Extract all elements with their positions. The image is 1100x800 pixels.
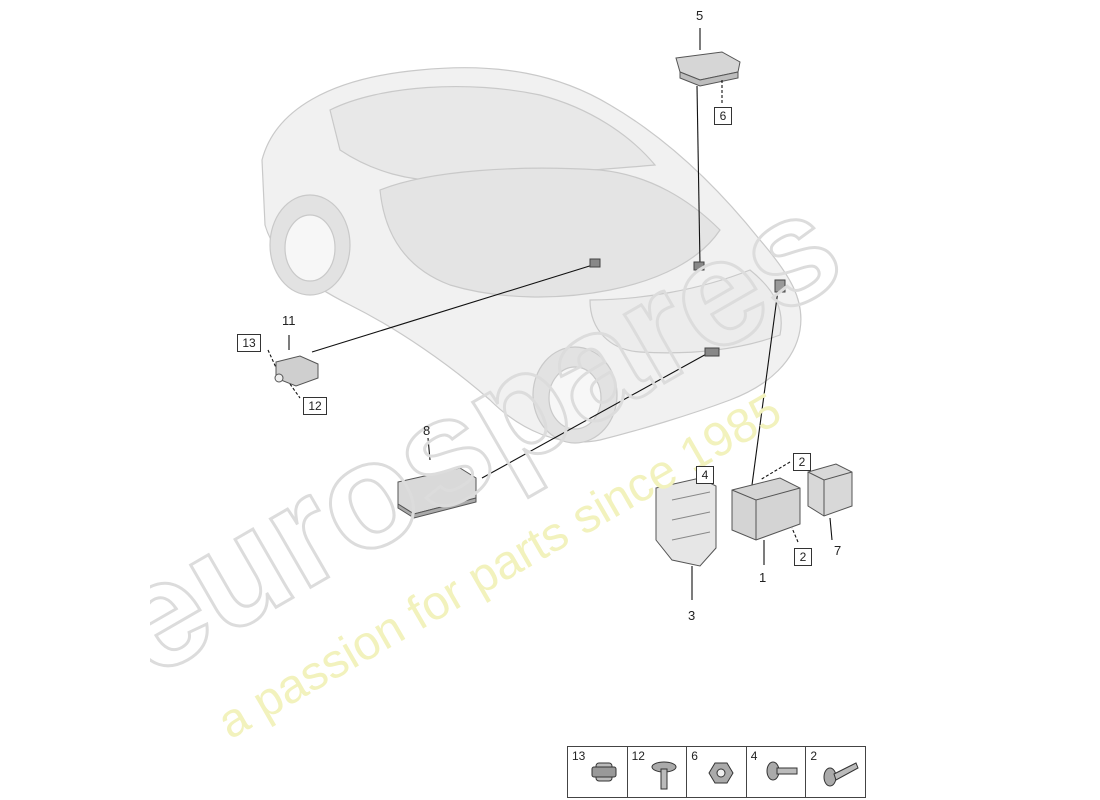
- sensor-11[interactable]: [274, 355, 319, 387]
- sensor-marker-left: [589, 258, 601, 268]
- callout-box-6[interactable]: 6: [714, 107, 732, 125]
- callout-5[interactable]: 5: [696, 8, 704, 23]
- callout-3[interactable]: 3: [688, 608, 696, 623]
- control-unit-1[interactable]: [731, 477, 801, 541]
- callout-box-12[interactable]: 12: [303, 397, 327, 415]
- grommet-icon: [591, 762, 617, 782]
- legend-item[interactable]: 12: [628, 747, 688, 797]
- sensor-marker-right: [774, 279, 786, 293]
- legend-number: 2: [810, 749, 818, 763]
- legend-number: 12: [631, 749, 645, 763]
- sensor-marker-rear: [704, 347, 720, 357]
- callout-box-2-bottom[interactable]: 2: [794, 548, 812, 566]
- bolt-icon: [823, 762, 860, 787]
- callout-8[interactable]: 8: [423, 423, 431, 438]
- callout-box-4[interactable]: 4: [696, 466, 714, 484]
- legend-number: 13: [572, 749, 586, 763]
- sensor-marker-center: [693, 261, 705, 271]
- car-illustration: [261, 67, 802, 444]
- callout-box-13[interactable]: 13: [237, 334, 261, 352]
- callout-7[interactable]: 7: [834, 543, 842, 558]
- legend-item[interactable]: 13: [568, 747, 628, 797]
- legend-number: 4: [750, 749, 758, 763]
- screw-icon: [766, 761, 798, 781]
- hardware-legend: 13 12 6 4 2: [567, 746, 866, 798]
- module-5[interactable]: [675, 51, 741, 87]
- legend-item[interactable]: 4: [747, 747, 807, 797]
- legend-number: 6: [691, 749, 698, 763]
- callout-1[interactable]: 1: [759, 570, 767, 585]
- bracket-3[interactable]: [655, 477, 717, 567]
- legend-item[interactable]: 2: [806, 747, 865, 797]
- callout-box-2-top[interactable]: 2: [793, 453, 811, 471]
- callout-11[interactable]: 11: [282, 313, 296, 328]
- watermark: eurospares a passion for parts since 198…: [150, 156, 868, 749]
- module-7[interactable]: [807, 463, 853, 517]
- module-8[interactable]: [397, 467, 477, 519]
- hex-nut-icon: [708, 762, 734, 784]
- flange-screw-icon: [651, 761, 677, 790]
- legend-item[interactable]: 6: [687, 747, 747, 797]
